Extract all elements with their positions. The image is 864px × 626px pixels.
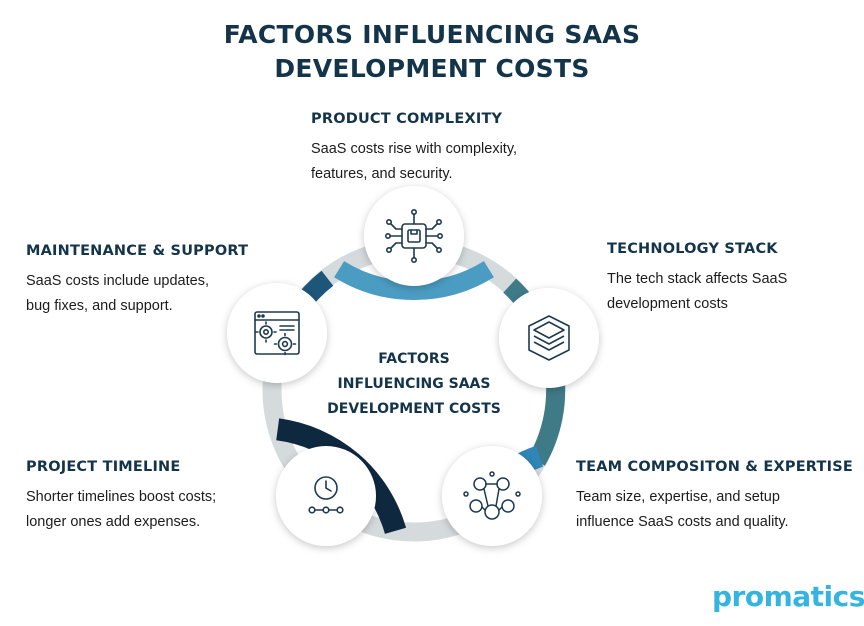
factor-project-timeline: PROJECT TIMELINE Shorter timelines boost… — [26, 459, 216, 535]
factor-description-line: SaaS costs rise with complexity, — [311, 141, 518, 157]
factor-title: PROJECT TIMELINE — [26, 459, 181, 475]
clock-timeline-icon — [308, 476, 344, 514]
factor-description-line: bug fixes, and support. — [26, 298, 173, 314]
page-title-line-1: FACTORS INFLUENCING SAAS — [223, 20, 641, 49]
promatics-logo: promatics — [712, 580, 864, 613]
factor-description-line: Shorter timelines boost costs; — [26, 489, 217, 505]
factor-description-line: SaaS costs include updates, — [26, 273, 209, 289]
layers-stack-icon — [528, 315, 570, 361]
team-network-icon — [463, 471, 521, 520]
factor-description: Shorter timelines boost costs; longer on… — [26, 485, 216, 535]
factor-product-complexity: PRODUCT COMPLEXITY SaaS costs rise with … — [311, 111, 517, 187]
node-team-composition — [442, 446, 542, 546]
factor-description-line: The tech stack affects SaaS — [607, 271, 788, 287]
page-title-line-2: DEVELOPMENT COSTS — [274, 54, 590, 83]
node-maintenance-support — [227, 283, 327, 383]
factor-title: TECHNOLOGY STACK — [607, 241, 778, 257]
settings-window-icon — [254, 311, 300, 356]
center-label-line-3: DEVELOPMENT COSTS — [327, 401, 501, 417]
page-title: FACTORS INFLUENCING SAAS DEVELOPMENT COS… — [0, 18, 864, 86]
factor-description: The tech stack affects SaaS development … — [607, 267, 787, 317]
factor-description-line: influence SaaS costs and quality. — [576, 514, 789, 530]
center-label-line-1: FACTORS — [378, 351, 450, 367]
arc-product-complexity — [334, 261, 494, 301]
factor-maintenance-support: MAINTENANCE & SUPPORT SaaS costs include… — [26, 243, 248, 319]
node-project-timeline — [276, 446, 376, 546]
factor-technology-stack: TECHNOLOGY STACK The tech stack affects … — [607, 241, 787, 317]
factor-team-composition: TEAM COMPOSITON & EXPERTISE Team size, e… — [576, 459, 853, 535]
factor-title: MAINTENANCE & SUPPORT — [26, 243, 249, 259]
factor-description-line: development costs — [607, 296, 728, 312]
factor-description-line: Team size, expertise, and setup — [576, 489, 780, 505]
node-product-complexity — [364, 186, 464, 286]
factor-description: Team size, expertise, and setup influenc… — [576, 485, 853, 535]
factor-title: PRODUCT COMPLEXITY — [311, 111, 503, 127]
circuit-chip-icon — [384, 209, 443, 263]
center-label: FACTORS INFLUENCING SAAS DEVELOPMENT COS… — [314, 347, 514, 422]
center-label-line-2: INFLUENCING SAAS — [337, 376, 491, 392]
factor-description-line: longer ones add expenses. — [26, 514, 201, 530]
factor-title: TEAM COMPOSITON & EXPERTISE — [576, 459, 853, 475]
factor-description-line: features, and security. — [311, 166, 453, 182]
factor-description: SaaS costs rise with complexity, feature… — [311, 137, 517, 187]
node-technology-stack — [499, 288, 599, 388]
factor-description: SaaS costs include updates, bug fixes, a… — [26, 269, 248, 319]
